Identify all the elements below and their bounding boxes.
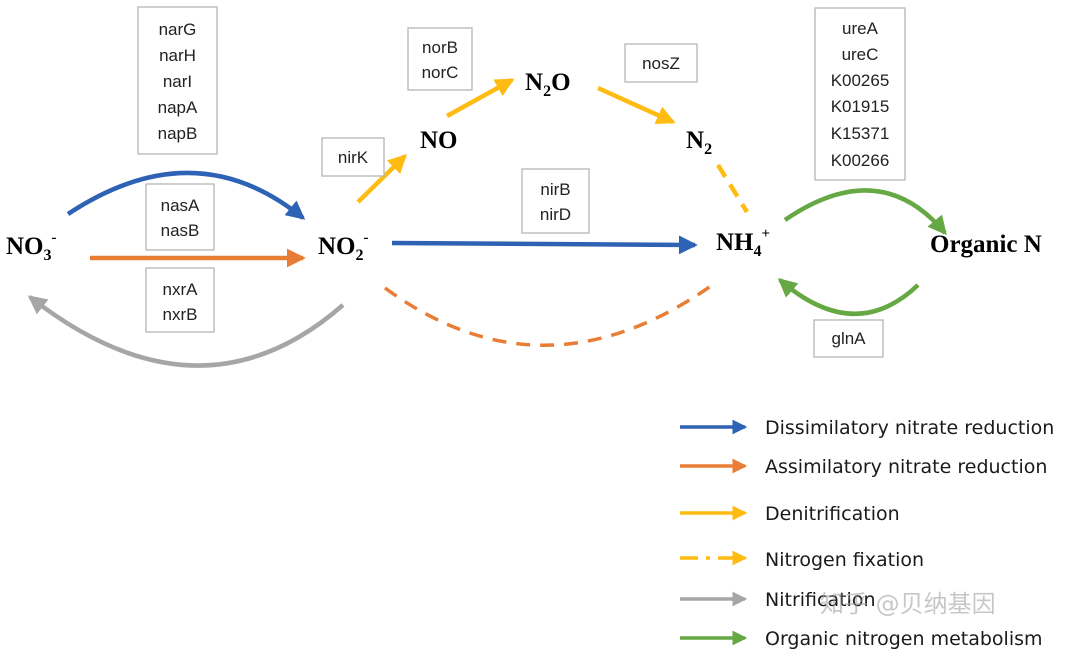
gene-label: nxrA — [163, 280, 199, 299]
gene-label: nasB — [161, 221, 200, 240]
gene-label: nirB — [540, 180, 570, 199]
gene-box-nos: nosZ — [624, 43, 698, 83]
gene-label: K15371 — [831, 124, 890, 143]
gene-label: narG — [159, 20, 197, 39]
legend-label-nitrification: Nitrification — [765, 589, 875, 611]
arrow-no-to-n2o-denitrification — [445, 78, 515, 118]
gene-label: nirD — [540, 205, 571, 224]
gene-label: glnA — [831, 329, 866, 348]
species-no2: NO2- — [318, 230, 369, 264]
species-no: NO — [420, 127, 458, 154]
line-n2-to-nh4-nitrogen-fixation — [716, 163, 749, 214]
gene-label: nxrB — [163, 305, 198, 324]
gene-label: napA — [158, 98, 198, 117]
legend-label-organic: Organic nitrogen metabolism — [765, 628, 1043, 650]
gene-label: norB — [422, 38, 458, 57]
gene-label: nosZ — [642, 54, 680, 73]
gene-box-nar: narG narH narI napA napB — [137, 6, 218, 155]
legend-item-nitrogen-fixation: Nitrogen fixation — [680, 549, 924, 571]
legend-item-denitrification: Denitrification — [680, 503, 900, 525]
gene-box-gln: glnA — [813, 319, 884, 358]
gene-box-urea: ureA ureC K00265 K01915 K15371 K00266 — [814, 7, 906, 181]
legend-item-assimilatory: Assimilatory nitrate reduction — [680, 456, 1047, 478]
species-n2o: N2O — [525, 69, 571, 100]
gene-label: nirK — [338, 148, 369, 167]
arrow-organic-n-to-nh4 — [777, 278, 920, 316]
gene-label: K00265 — [831, 71, 890, 90]
gene-box-nxr: nxrA nxrB — [145, 267, 215, 333]
gene-label: narI — [163, 72, 192, 91]
species-no3: NO3- — [6, 230, 57, 264]
gene-label: K01915 — [831, 97, 890, 116]
species-n2: N2 — [686, 127, 712, 158]
gene-box-nirk: nirK — [321, 137, 385, 177]
watermark: 知乎 @贝纳基因 — [820, 590, 996, 618]
arrow-nh4-to-organic-n — [783, 188, 947, 236]
species-nh4: NH4+ — [716, 226, 770, 260]
arrow-no2-to-nh4-dissimilatory — [391, 235, 698, 255]
legend-label-denitrification: Denitrification — [765, 503, 900, 525]
gene-box-nas: nasA nasB — [145, 183, 215, 251]
line-no2-to-nh4-assimilatory-dashed — [383, 281, 717, 347]
species-organic-n: Organic N — [930, 231, 1042, 258]
legend-item-dissimilatory: Dissimilatory nitrate reduction — [680, 417, 1054, 439]
legend-item-nitrification: Nitrification — [680, 589, 875, 611]
legend-label-assimilatory: Assimilatory nitrate reduction — [765, 456, 1047, 478]
gene-label: K00266 — [831, 151, 890, 170]
gene-label: napB — [158, 124, 198, 143]
arrow-no3-to-no2-dissimilatory — [66, 170, 306, 220]
gene-label: nasA — [161, 196, 200, 215]
gene-label: ureC — [842, 45, 879, 64]
arrow-n2o-to-n2-denitrification — [597, 85, 676, 125]
legend-label-dissimilatory: Dissimilatory nitrate reduction — [765, 417, 1054, 439]
legend: Dissimilatory nitrate reduction Assimila… — [680, 417, 1054, 650]
gene-label: norC — [422, 63, 459, 82]
gene-label: narH — [159, 46, 196, 65]
gene-label: ureA — [842, 19, 879, 38]
arrow-no2-to-no3-nitrification — [27, 295, 345, 368]
legend-item-organic: Organic nitrogen metabolism — [680, 628, 1043, 650]
gene-box-nor: norB norC — [407, 27, 473, 91]
legend-label-nitrogen-fixation: Nitrogen fixation — [765, 549, 924, 571]
gene-box-nirbd: nirB nirD — [521, 168, 590, 234]
arrow-no2-to-no-denitrification — [356, 154, 408, 204]
